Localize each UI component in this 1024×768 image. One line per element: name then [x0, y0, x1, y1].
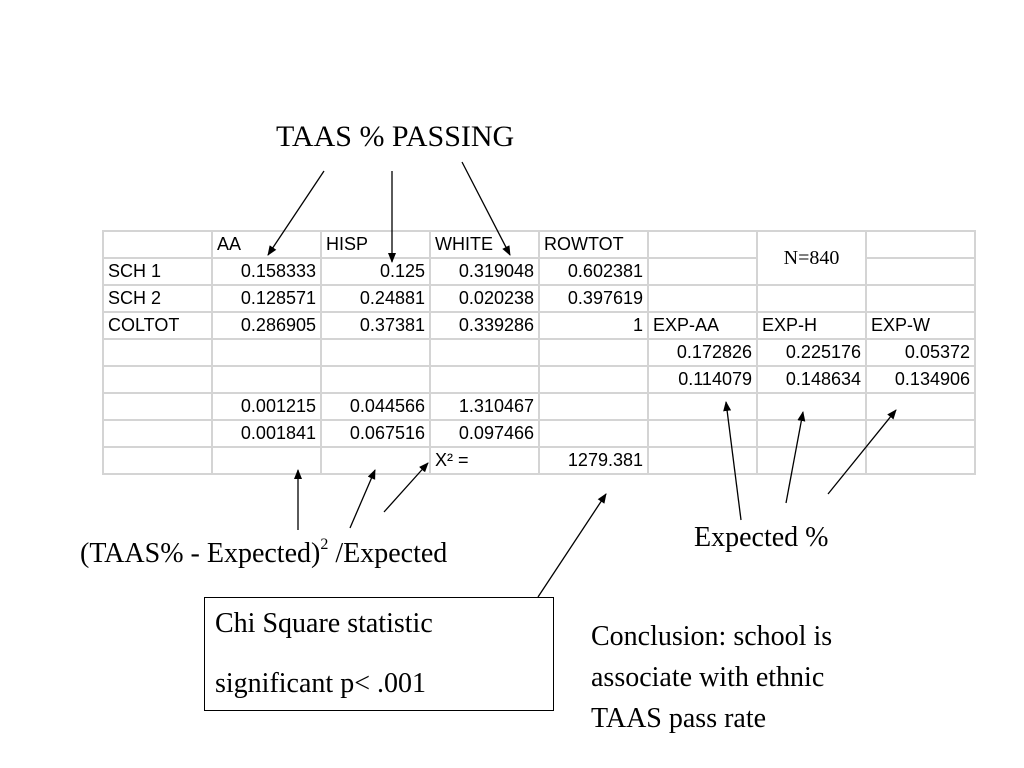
table-cell	[538, 338, 649, 367]
table-cell: 0.128571	[211, 284, 322, 313]
table-cell: 0.125	[320, 257, 431, 286]
chi-square-box: Chi Square statistic significant p< .001	[204, 597, 554, 711]
table-cell	[429, 365, 540, 394]
table-cell: 0.001841	[211, 419, 322, 448]
table-cell	[102, 419, 213, 448]
table-cell: 0.158333	[211, 257, 322, 286]
table-cell	[865, 284, 976, 313]
table-cell	[647, 419, 758, 448]
table-cell: EXP-H	[756, 311, 867, 340]
table-cell	[320, 338, 431, 367]
table-cell: 0.319048	[429, 257, 540, 286]
table-cell: 0.044566	[320, 392, 431, 421]
table-cell	[102, 365, 213, 394]
chi-box-line-1: Chi Square statistic	[215, 608, 433, 639]
table-cell: COLTOT	[102, 311, 213, 340]
table-cell: 0.067516	[320, 419, 431, 448]
table-cell: ROWTOT	[538, 230, 649, 259]
table-cell	[865, 419, 976, 448]
table-cell: 1	[538, 311, 649, 340]
table-cell: 0.05372	[865, 338, 976, 367]
expected-percent-label: Expected %	[694, 522, 829, 553]
table-cell	[647, 284, 758, 313]
formula-suffix: /Expected	[328, 538, 448, 569]
table-cell	[865, 392, 976, 421]
table-cell: EXP-AA	[647, 311, 758, 340]
table-cell	[102, 338, 213, 367]
table-cell: AA	[211, 230, 322, 259]
table-cell	[647, 257, 758, 286]
table-cell	[865, 230, 976, 259]
n-label: N=840	[756, 230, 867, 286]
table-cell	[211, 446, 322, 475]
table-cell: 0.286905	[211, 311, 322, 340]
table-cell	[320, 365, 431, 394]
slide-title: TAAS % PASSING	[276, 120, 515, 153]
table-cell	[756, 284, 867, 313]
table-cell	[320, 446, 431, 475]
table-cell	[538, 365, 649, 394]
table-row: X² =1279.381	[102, 446, 976, 475]
table-cell	[647, 230, 758, 259]
table-cell: 0.24881	[320, 284, 431, 313]
table-cell: X² =	[429, 446, 540, 475]
conclusion-line-2: associate with ethnic	[591, 662, 825, 693]
table-cell: HISP	[320, 230, 431, 259]
table-cell: 0.148634	[756, 365, 867, 394]
conclusion-line-1: Conclusion: school is	[591, 621, 833, 652]
table-cell: EXP-W	[865, 311, 976, 340]
table-cell: 0.397619	[538, 284, 649, 313]
table-cell	[102, 392, 213, 421]
conclusion-text: Conclusion: school is associate with eth…	[591, 616, 951, 739]
table-cell: 0.020238	[429, 284, 540, 313]
table-cell: 0.172826	[647, 338, 758, 367]
table-cell: WHITE	[429, 230, 540, 259]
table-cell	[756, 419, 867, 448]
table-cell	[211, 365, 322, 394]
table-cell	[865, 446, 976, 475]
table-cell: 1.310467	[429, 392, 540, 421]
table-cell	[756, 446, 867, 475]
table-cell: 1279.381	[538, 446, 649, 475]
table-cell: 0.225176	[756, 338, 867, 367]
arrow-to-chi-value	[537, 493, 607, 598]
table-cell: 0.001215	[211, 392, 322, 421]
table-cell: 0.602381	[538, 257, 649, 286]
arrow-to-hisp-contrib	[349, 469, 376, 529]
table-cell	[211, 338, 322, 367]
table-cell: SCH 1	[102, 257, 213, 286]
table-cell: 0.114079	[647, 365, 758, 394]
table-cell	[102, 230, 213, 259]
table-cell: 0.37381	[320, 311, 431, 340]
table-cell	[102, 446, 213, 475]
table-cell	[865, 257, 976, 286]
table-cell: SCH 2	[102, 284, 213, 313]
conclusion-line-3: TAAS pass rate	[591, 703, 767, 734]
table-cell: 0.134906	[865, 365, 976, 394]
table-cell	[538, 392, 649, 421]
table-cell	[429, 338, 540, 367]
table-cell: 0.339286	[429, 311, 540, 340]
formula-prefix: (TAAS% - Expected)	[80, 538, 321, 569]
chi-box-line-2: significant p< .001	[215, 668, 426, 699]
table-cell	[647, 392, 758, 421]
formula-label: (TAAS% - Expected)2 /Expected	[80, 536, 448, 570]
table-cell	[756, 392, 867, 421]
formula-exponent: 2	[320, 536, 329, 553]
table-cell: 0.097466	[429, 419, 540, 448]
table-cell	[647, 446, 758, 475]
table-cell	[538, 419, 649, 448]
